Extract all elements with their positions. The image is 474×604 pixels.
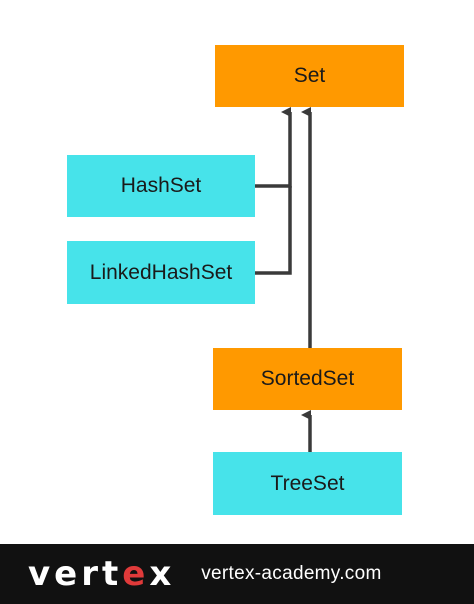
brand-text-post: x [149, 554, 176, 594]
brand-text-pre: vert [28, 554, 123, 594]
node-set: Set [215, 45, 404, 107]
node-linkedhashset: LinkedHashSet [67, 241, 255, 304]
node-sortedset-label: SortedSet [260, 367, 355, 390]
arrow-linkedhashset-to-set [255, 186, 292, 275]
vertex-logo: vertex [28, 557, 175, 591]
node-hashset: HashSet [67, 155, 255, 217]
node-sortedset: SortedSet [213, 348, 402, 410]
node-treeset-label: TreeSet [270, 471, 345, 495]
node-set-label: Set [293, 64, 326, 87]
node-treeset: TreeSet [213, 452, 402, 515]
brand-text-accent: e [122, 554, 150, 594]
footer-bar: vertex vertex-academy.com [0, 544, 474, 604]
node-hashset-label: HashSet [120, 174, 202, 197]
arrow-hashset-to-set [255, 107, 292, 188]
site-url: vertex-academy.com [201, 563, 382, 584]
node-linkedhashset-label: LinkedHashSet [89, 260, 233, 284]
